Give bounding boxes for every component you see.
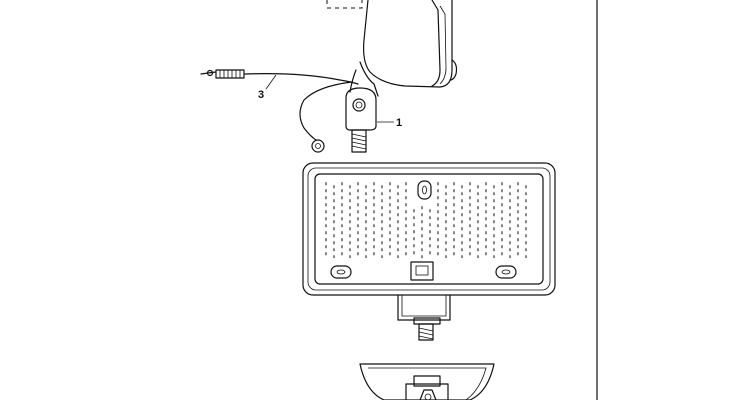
lens-left-slot-hole [336,269,346,275]
wire-connector-sleeve [215,69,245,79]
ring-terminal [311,139,325,153]
lamp-housing-side-view [326,0,458,97]
housing-knob [449,59,458,81]
stud-threads [351,133,367,150]
base-center-slot [419,389,437,400]
callout-3-leader [265,74,277,90]
callout-3-label: 3 [258,89,264,101]
mounting-base [359,363,495,400]
dashed-bracket [326,0,363,9]
lens-top-slot-hole [422,185,427,195]
lamp-frame-inner [307,167,551,291]
ring-terminal-hole [315,143,321,149]
callout-1-label: 1 [396,117,402,129]
base-outer-shell [359,363,495,400]
housing-body [363,0,453,88]
wire-ground [299,81,353,141]
wire-harness [200,69,359,153]
wire-connector-ribs [219,70,241,78]
lens-center-switch [410,261,434,281]
pivot-mount [345,87,377,153]
lens-left-slot [330,265,352,279]
wire-connector-tip [200,71,217,75]
base-center-hole [424,393,432,400]
base-inner-shell [368,367,487,400]
base-center-block [405,383,449,400]
housing-neck [359,61,379,97]
lens-right-slot [495,265,517,279]
base-center-cap [413,375,441,387]
mount-block [345,87,377,131]
lamp-lens [314,173,544,285]
lamp-front-view [302,162,556,341]
lens-right-slot-hole [501,269,511,275]
lower-bracket-nut [413,317,441,325]
housing-rim [431,0,441,87]
lens-pattern [325,182,527,258]
lens-top-slot [417,180,432,200]
wire-connector-pin [206,69,214,77]
lower-stud-threads [418,327,434,340]
lamp-outer-frame [302,162,556,296]
mount-bolt-hole-inner [355,101,363,109]
lower-bracket [397,294,451,321]
housing-rim-inner [439,5,447,85]
wire-main [244,73,359,85]
lower-bracket-inner [401,295,447,317]
lens-center-switch-inner [415,265,429,276]
mount-bolt-hole [352,98,366,112]
